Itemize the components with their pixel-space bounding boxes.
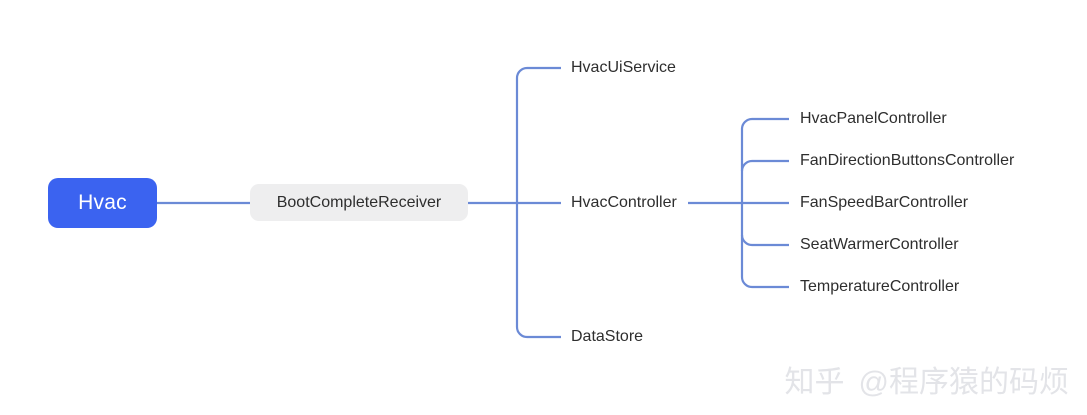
connector-branch-seatwarmercontroller [740, 234, 789, 247]
node-bootcompletereceiver-label: BootCompleteReceiver [276, 193, 442, 211]
connector-branch-hvacpanelcontroller [740, 117, 789, 130]
node-root-hvac-label: Hvac [78, 191, 127, 214]
node-hvacpanelcontroller[interactable]: HvacPanelController [800, 110, 947, 127]
watermark-brand: 知乎 [784, 366, 845, 399]
watermark-handle: @程序猿的码烦 [858, 366, 1069, 399]
connector-branch-temperaturecontroller [740, 276, 789, 289]
connector-branch-datastore [515, 326, 561, 339]
node-root-hvac[interactable]: Hvac [48, 178, 157, 228]
connector-branch-fandirectionbuttonscontroller [740, 159, 789, 172]
connector-branch-hvacuiservice [515, 66, 561, 79]
watermark: 知乎 @程序猿的码烦 [785, 357, 1069, 401]
node-temperaturecontroller[interactable]: TemperatureController [800, 278, 960, 295]
node-datastore[interactable]: DataStore [571, 328, 644, 345]
node-fandirectionbuttonscontroller[interactable]: FanDirectionButtonsController [800, 152, 1015, 169]
node-fanspeedbarcontroller[interactable]: FanSpeedBarController [800, 194, 969, 211]
node-seatwarmercontroller[interactable]: SeatWarmerController [800, 236, 959, 253]
node-bootcompletereceiver[interactable]: BootCompleteReceiver [250, 184, 468, 221]
node-hvaccontroller[interactable]: HvacController [571, 194, 677, 211]
node-hvacuiservice[interactable]: HvacUiService [571, 59, 676, 76]
